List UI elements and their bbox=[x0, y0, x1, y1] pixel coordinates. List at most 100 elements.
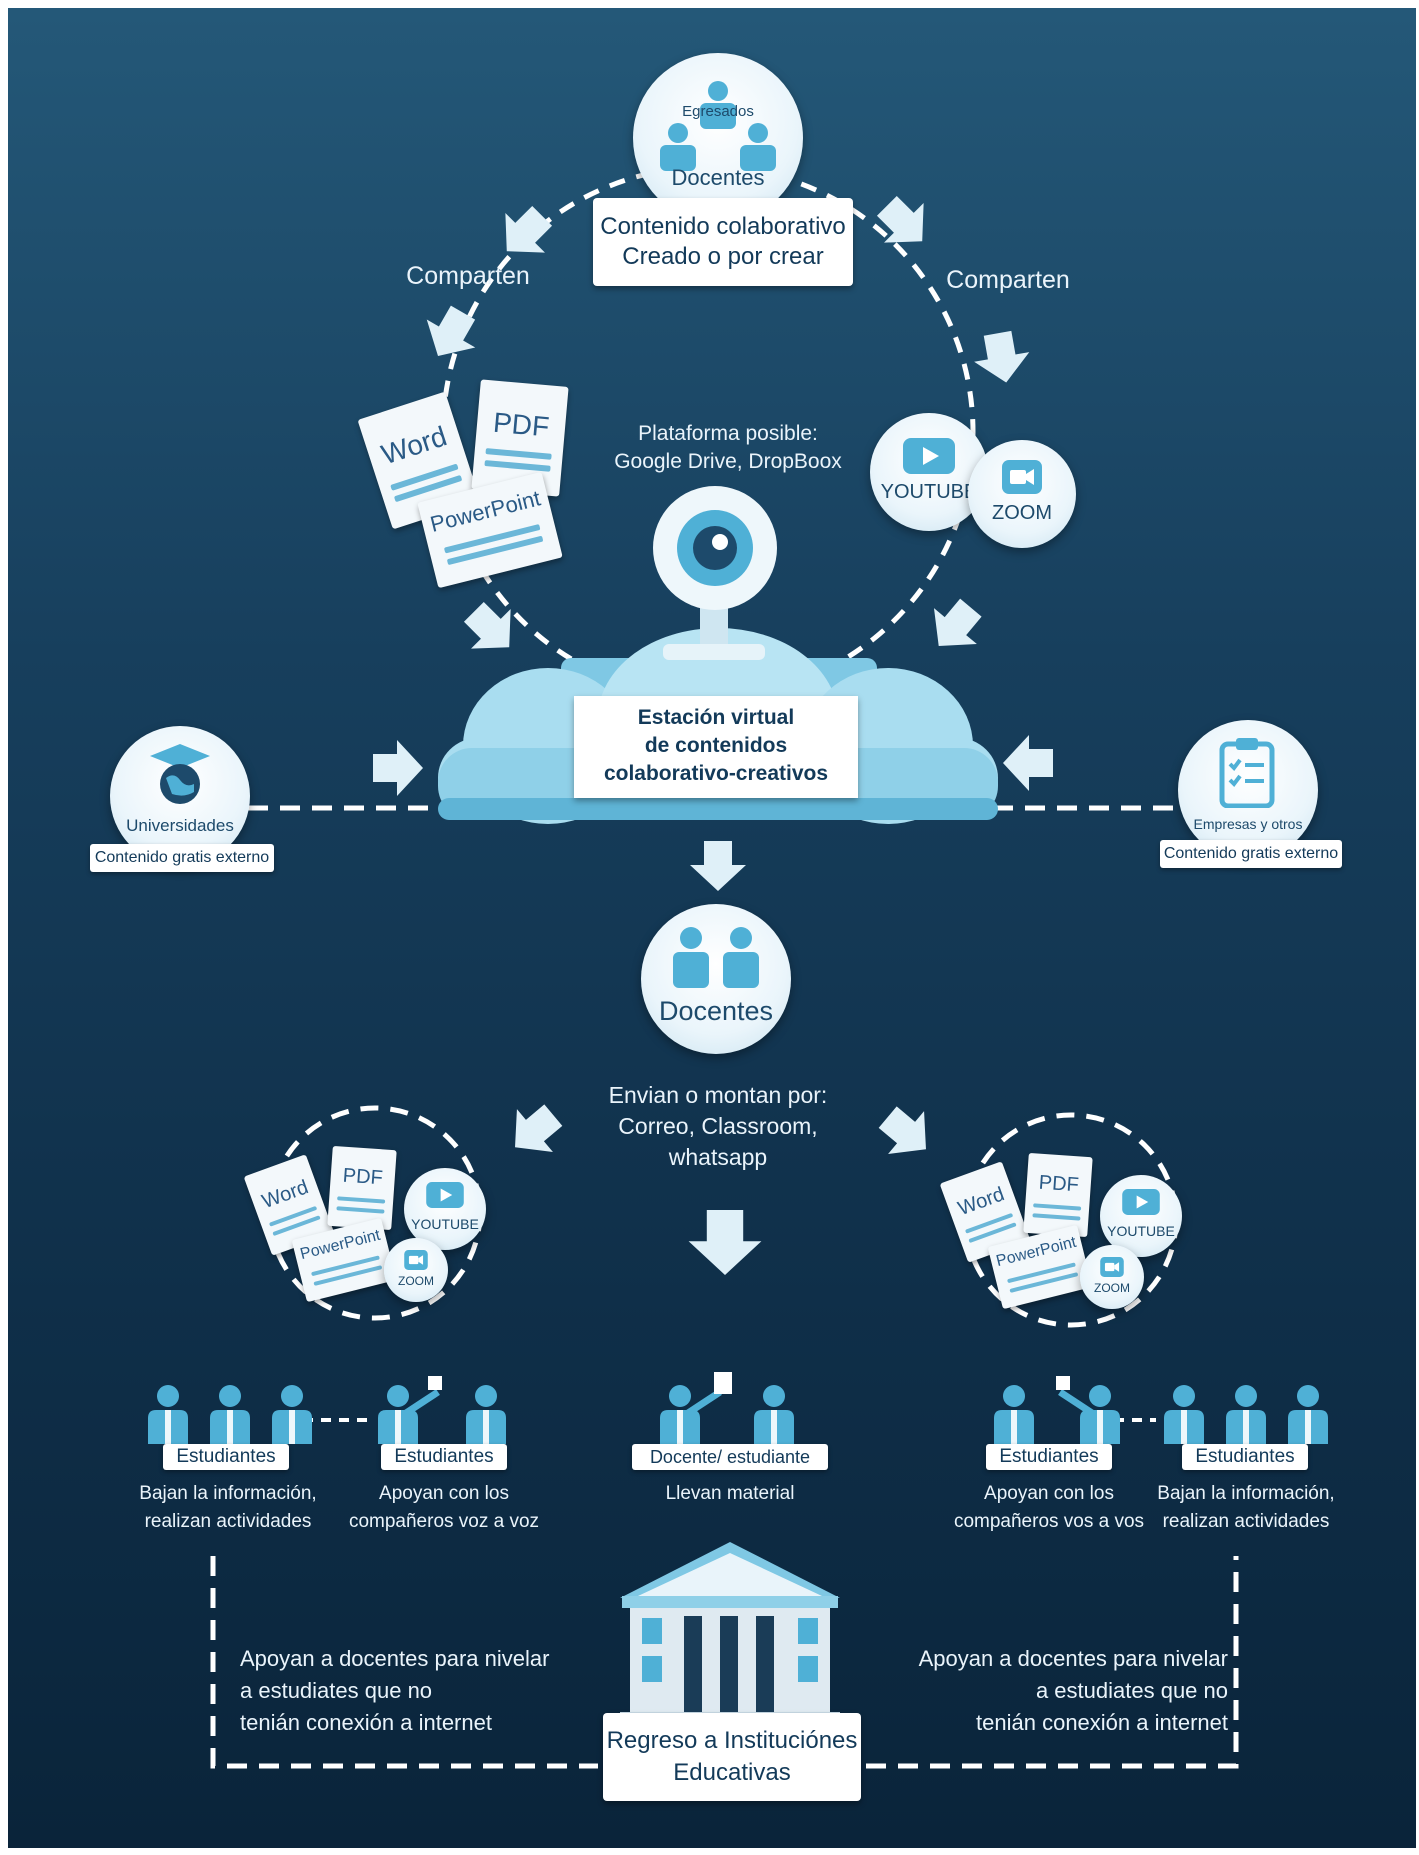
graduates-teachers-circle: Egresados Docentes bbox=[633, 53, 803, 223]
universities-tag: Contenido gratis externo bbox=[90, 844, 274, 872]
group-1-tag: Estudiantes bbox=[163, 1444, 289, 1470]
youtube-label: YOUTUBE bbox=[1107, 1223, 1175, 1239]
station-line-1: Estación virtual bbox=[637, 706, 795, 729]
send-caption: Envian o montan por: Correo, Classroom, … bbox=[593, 1080, 843, 1173]
zoom-label: ZOOM bbox=[992, 502, 1052, 524]
youtube-play-icon bbox=[1122, 1189, 1160, 1215]
support-left-line-2: a estudiates que no bbox=[240, 1678, 433, 1703]
teachers-icon bbox=[673, 927, 759, 988]
arrow-companies-in bbox=[1003, 735, 1053, 791]
arrow-center-down bbox=[688, 1210, 762, 1275]
youtube-play-icon bbox=[426, 1182, 464, 1208]
station-line-3: colaborativo-creativos bbox=[603, 762, 829, 785]
students-group-icon-5 bbox=[1164, 1385, 1328, 1444]
return-path-left bbox=[210, 1556, 598, 1769]
group-1-caption: Bajan la información, realizan actividad… bbox=[118, 1480, 338, 1536]
arrow-share-left bbox=[413, 298, 488, 370]
virtual-station-box: Estación virtual de contenidos colaborat… bbox=[574, 696, 858, 798]
clipboard-checklist-icon bbox=[1219, 738, 1275, 808]
students-group-icon-4 bbox=[994, 1376, 1120, 1444]
collaborative-content-box: Contenido colaborativo Creado o por crea… bbox=[593, 198, 853, 286]
group-1-line-2: realizan actividades bbox=[144, 1511, 312, 1532]
arrow-docs-in bbox=[454, 592, 530, 668]
group-2-line-1: Apoyan con los bbox=[379, 1483, 509, 1504]
webcam-icon bbox=[653, 486, 777, 660]
teachers-circle: Docentes bbox=[641, 904, 791, 1054]
companies-label: Empresas y otros bbox=[1193, 816, 1303, 832]
graduates-label: Egresados bbox=[682, 103, 754, 120]
return-line-1: Regreso a Instituciónes bbox=[606, 1727, 858, 1754]
school-building-icon bbox=[620, 1542, 840, 1722]
send-line-3: whatsapp bbox=[668, 1144, 768, 1170]
group-5-line-2: realizan actividades bbox=[1162, 1511, 1330, 1532]
youtube-circle: YOUTUBE bbox=[404, 1168, 486, 1250]
zoom-label: ZOOM bbox=[1094, 1281, 1130, 1295]
arrow-bundle-right bbox=[869, 1095, 944, 1171]
zoom-label: ZOOM bbox=[398, 1274, 434, 1288]
group-1-line-1: Bajan la información, bbox=[139, 1483, 317, 1504]
group-3-caption: Llevan material bbox=[630, 1480, 830, 1508]
send-line-2: Correo, Classroom, bbox=[618, 1113, 818, 1139]
graduation-globe-icon bbox=[150, 744, 210, 804]
platform-line-1: Plataforma posible: bbox=[638, 422, 818, 445]
group-5-line-1: Bajan la información, bbox=[1157, 1483, 1335, 1504]
youtube-play-icon bbox=[903, 438, 955, 474]
group-4-caption: Apoyan con los compañeros vos a vos bbox=[943, 1480, 1155, 1536]
support-right-line-2: a estudiates que no bbox=[1035, 1678, 1228, 1703]
group-2-line-2: compañeros voz a voz bbox=[348, 1511, 540, 1532]
universities-label: Universidades bbox=[126, 816, 234, 835]
group-4-line-2: compañeros vos a vos bbox=[953, 1511, 1145, 1532]
diagram-canvas: Egresados Docentes Contenido colaborativ… bbox=[8, 8, 1416, 1848]
people-group-icon bbox=[660, 81, 776, 171]
zoom-circle: ZOOM bbox=[384, 1238, 448, 1302]
support-right-line-3: tenián conexión a internet bbox=[976, 1710, 1228, 1735]
teachers-label-top: Docentes bbox=[671, 165, 765, 190]
station-line-2: de contenidos bbox=[644, 734, 788, 757]
pdf-label: PDF bbox=[491, 406, 551, 443]
youtube-circle: YOUTUBE bbox=[1100, 1175, 1182, 1257]
youtube-label: YOUTUBE bbox=[411, 1216, 479, 1232]
return-line-2: Educativas bbox=[673, 1759, 791, 1786]
pdf-label: PDF bbox=[1038, 1171, 1080, 1197]
pdf-document-icon: PDF bbox=[327, 1145, 397, 1231]
students-group-icon-2 bbox=[378, 1376, 506, 1444]
support-left-line-1: Apoyan a docentes para nivelar bbox=[240, 1646, 550, 1671]
zoom-camera-icon bbox=[1002, 460, 1042, 494]
support-left-caption: Apoyan a docentes para nivelar a estudia… bbox=[240, 1643, 570, 1739]
return-path-right bbox=[866, 1556, 1239, 1769]
collaborative-content-line-1: Contenido colaborativo bbox=[600, 213, 846, 240]
share-label-left: Comparten bbox=[406, 262, 530, 290]
teacher-student-icon bbox=[660, 1372, 794, 1444]
support-right-line-1: Apoyan a docentes para nivelar bbox=[918, 1646, 1228, 1671]
support-left-line-3: tenián conexión a internet bbox=[240, 1710, 492, 1735]
zoom-camera-icon bbox=[404, 1250, 428, 1270]
group-2-caption: Apoyan con los compañeros voz a voz bbox=[338, 1480, 550, 1536]
collaborative-content-line-2: Creado o por crear bbox=[622, 243, 824, 270]
universities-circle: Universidades bbox=[110, 726, 250, 866]
zoom-circle: ZOOM bbox=[1080, 1245, 1144, 1309]
zoom-circle: ZOOM bbox=[968, 440, 1076, 548]
group-4-tag: Estudiantes bbox=[986, 1444, 1112, 1470]
youtube-label: YOUTUBE bbox=[880, 481, 978, 503]
share-label-right: Comparten bbox=[946, 266, 1070, 294]
group-3-tag: Docente/ estudiante bbox=[632, 1444, 828, 1470]
zoom-camera-icon bbox=[1100, 1257, 1124, 1277]
students-group-icon-1 bbox=[148, 1385, 312, 1444]
group-5-tag: Estudiantes bbox=[1182, 1444, 1308, 1470]
pdf-document-icon: PDF bbox=[1023, 1152, 1093, 1238]
group-2-tag: Estudiantes bbox=[381, 1444, 507, 1470]
companies-circle: Empresas y otros bbox=[1178, 720, 1318, 860]
platform-caption: Plataforma posible: Google Drive, DropBo… bbox=[598, 420, 858, 476]
arrow-universities-in bbox=[373, 740, 423, 796]
teachers-label: Docentes bbox=[658, 996, 774, 1026]
group-5-caption: Bajan la información, realizan actividad… bbox=[1136, 1480, 1356, 1536]
arrow-station-down bbox=[690, 841, 746, 891]
youtube-circle: YOUTUBE bbox=[870, 413, 988, 531]
send-line-1: Envian o montan por: bbox=[608, 1082, 828, 1108]
diagram-graphics bbox=[148, 164, 1328, 1769]
return-to-institutions-box: Regreso a Instituciónes Educativas bbox=[603, 1713, 861, 1801]
group-3-line-1: Llevan material bbox=[665, 1483, 795, 1504]
platform-line-2: Google Drive, DropBoox bbox=[614, 450, 842, 473]
pdf-label: PDF bbox=[342, 1164, 384, 1190]
group-4-line-1: Apoyan con los bbox=[984, 1483, 1114, 1504]
